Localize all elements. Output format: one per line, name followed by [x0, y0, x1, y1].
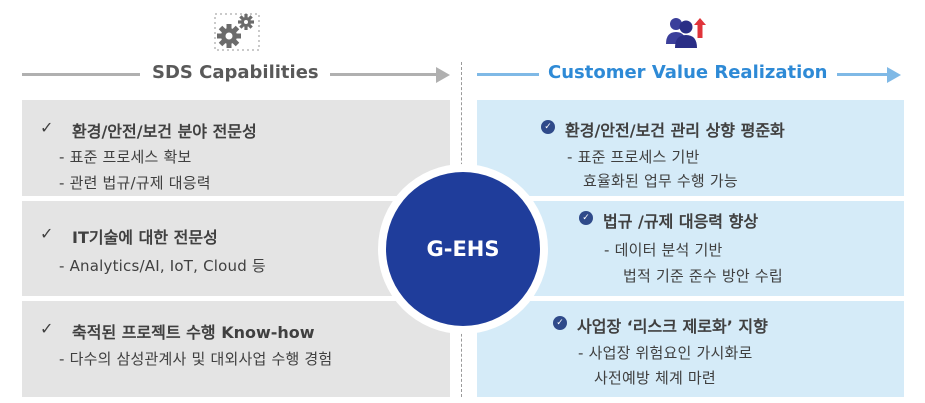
left-header-line-left [22, 73, 140, 76]
center-label: G-EHS [426, 237, 500, 261]
center-circle: G-EHS [386, 172, 540, 326]
right-item-1-sub-1: - 표준 프로세스 기반 [567, 148, 700, 166]
left-header-line-right [330, 73, 436, 76]
gears-icon [212, 12, 262, 52]
left-panel-1 [22, 100, 450, 196]
right-item-2-title: 법규 /규제 대응력 향상 [603, 212, 759, 231]
right-item-1-title: 환경/안전/보건 관리 상향 평준화 [565, 121, 785, 140]
left-section-title: SDS Capabilities [152, 62, 319, 83]
check-icon: ✓ [40, 319, 54, 338]
right-item-2-sub-2: 법적 기준 준수 방안 수립 [623, 267, 783, 285]
right-panel-2 [477, 201, 904, 296]
right-panel-1 [477, 100, 904, 196]
users-growth-icon [662, 12, 712, 52]
check-icon: ✓ [40, 224, 54, 243]
right-section-title: Customer Value Realization [548, 62, 828, 83]
left-panel-3 [22, 301, 450, 397]
left-item-3-title: 축적된 프로젝트 수행 Know-how [72, 323, 315, 342]
right-item-3-sub-2: 사전예방 체계 마련 [594, 369, 716, 387]
right-header-line-right [837, 73, 887, 76]
right-arrow-icon [887, 67, 901, 83]
right-item-3-title: 사업장 ‘리스크 제로화’ 지향 [577, 317, 768, 336]
right-panel-3 [477, 301, 904, 397]
left-item-1-sub-2: - 관련 법규/규제 대응력 [59, 174, 211, 192]
left-arrow-icon [436, 67, 450, 83]
right-item-1-sub-2: 효율화된 업무 수행 가능 [583, 172, 738, 190]
check-circle-icon: ✓ [579, 211, 593, 225]
right-item-2-sub-1: - 데이터 분석 기반 [604, 241, 723, 259]
check-circle-icon: ✓ [541, 120, 555, 134]
left-item-1-sub-1: - 표준 프로세스 확보 [59, 148, 192, 166]
left-item-2-sub-1: - Analytics/AI, IoT, Cloud 등 [59, 257, 266, 275]
check-circle-icon: ✓ [553, 316, 567, 330]
left-item-1-title: 환경/안전/보건 분야 전문성 [72, 122, 257, 141]
check-icon: ✓ [40, 118, 54, 137]
right-item-3-sub-1: - 사업장 위험요인 가시화로 [578, 344, 753, 362]
left-item-3-sub-1: - 다수의 삼성관계사 및 대외사업 수행 경험 [59, 350, 333, 368]
right-header-line-left [477, 73, 539, 76]
left-item-2-title: IT기술에 대한 전문성 [72, 228, 218, 247]
